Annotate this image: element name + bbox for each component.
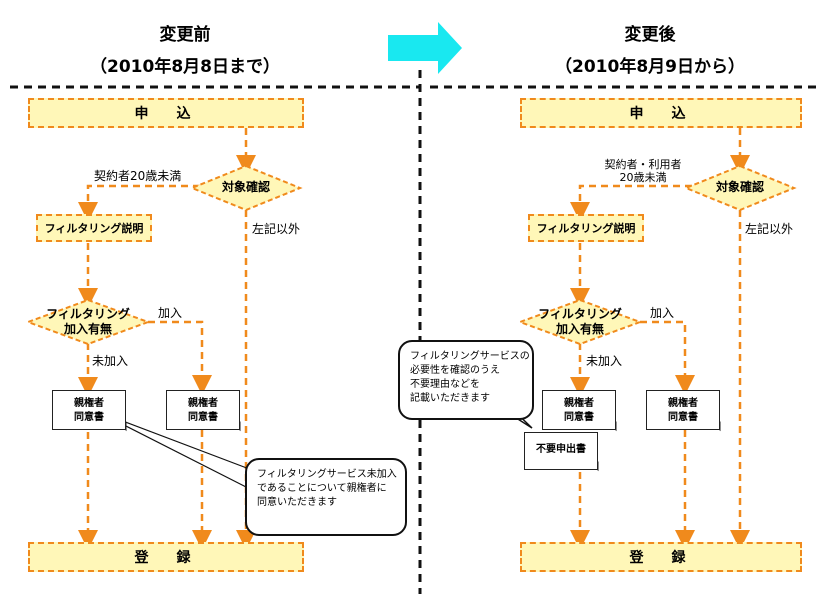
left-filter-explain-box: フィルタリング説明	[36, 214, 152, 242]
right-callout: フィルタリングサービスの 必要性を確認のうえ 不要理由などを 記載いただきます	[398, 340, 534, 420]
left-consent-doc-2: 親権者 同意書	[166, 390, 240, 430]
left-join-diamond	[25, 298, 151, 346]
right-join-label: フィルタリング 加入有無	[538, 307, 622, 336]
left-check-label: 対象確認	[221, 180, 270, 194]
left-not-joined-label: 未加入	[92, 354, 129, 368]
left-consent-doc-1: 親権者 同意書	[52, 390, 126, 430]
left-subtitle: （2010年8月8日まで）	[90, 57, 280, 77]
left-other-label: 左記以外	[252, 222, 301, 236]
right-under20-label: 契約者・利用者 20歳未満	[604, 158, 682, 184]
left-under20-label: 契約者20歳未満	[94, 169, 182, 183]
left-joined-label: 加入	[158, 306, 183, 320]
left-title: 変更前	[159, 25, 211, 45]
left-register-box: 登 録	[28, 542, 304, 572]
left-check-diamond	[189, 164, 303, 212]
right-consent-doc-2: 親権者 同意書	[646, 390, 720, 430]
right-title: 変更後	[624, 25, 676, 45]
right-register-box: 登 録	[520, 542, 802, 572]
right-subtitle: （2010年8月9日から）	[555, 57, 745, 77]
right-other-label: 左記以外	[745, 222, 794, 236]
right-not-joined-label: 未加入	[586, 354, 623, 368]
right-check-diamond	[683, 164, 797, 212]
left-callout: フィルタリングサービス未加入 であることについて親権者に 同意いただきます	[245, 458, 407, 536]
right-check-label: 対象確認	[715, 180, 764, 194]
right-join-diamond	[517, 298, 643, 346]
right-joined-label: 加入	[650, 306, 675, 320]
right-no-need-doc: 不要申出書	[524, 432, 598, 470]
right-filter-explain-box: フィルタリング説明	[528, 214, 644, 242]
right-consent-doc-1: 親権者 同意書	[542, 390, 616, 430]
right-apply-box: 申 込	[520, 98, 802, 128]
left-apply-box: 申 込	[28, 98, 304, 128]
change-arrow-icon	[388, 22, 462, 74]
left-join-label: フィルタリング 加入有無	[46, 307, 130, 336]
